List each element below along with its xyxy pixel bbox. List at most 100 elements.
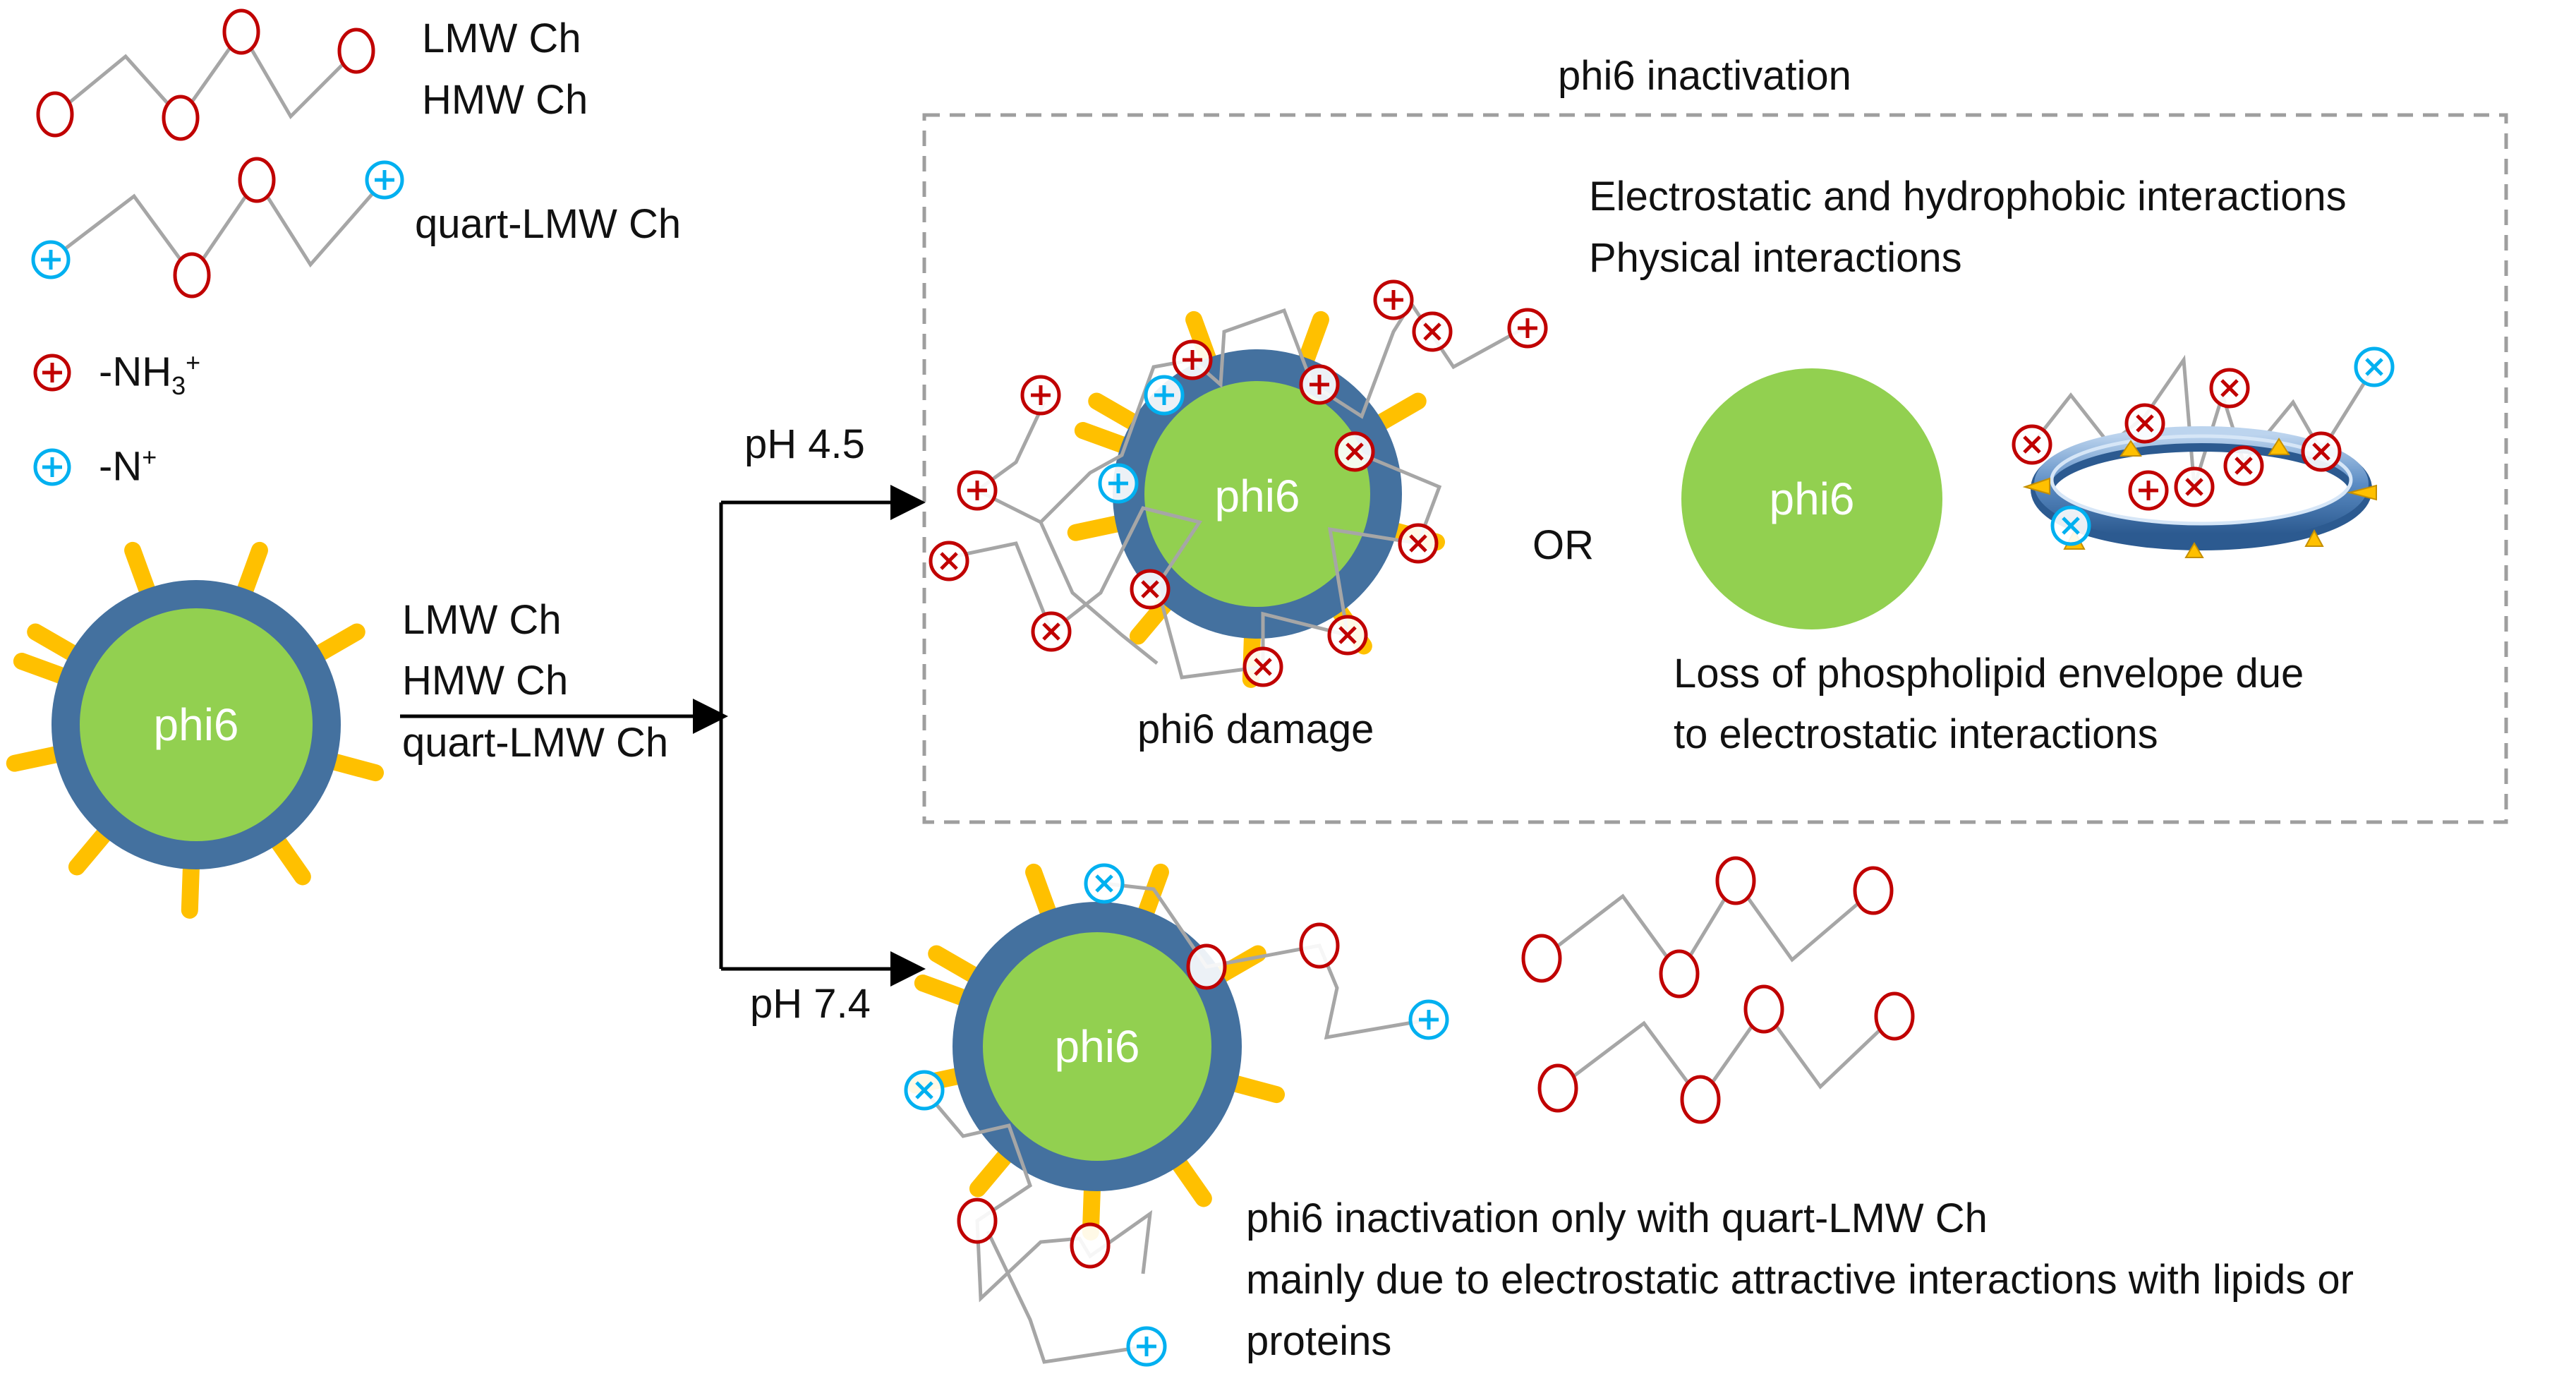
amine-charge-marker <box>1130 569 1171 610</box>
amine-residue <box>1743 984 1784 1034</box>
legend-quaternary-symbol <box>33 448 71 486</box>
charge-markers <box>904 279 2395 1367</box>
loss-caption-line-1: Loss of phospholipid envelope due <box>1674 651 2304 696</box>
spike-protein <box>1067 514 1130 541</box>
damage-caption: phi6 damage <box>1137 706 1374 752</box>
spike-protein <box>1136 863 1169 924</box>
amine-residue <box>1521 934 1562 983</box>
virus-neutral-label: phi6 <box>1054 1021 1140 1072</box>
neutral-caption-line-2: mainly due to electrostatic attractive i… <box>1246 1257 2354 1303</box>
legend-hmw-label: HMW Ch <box>422 77 588 123</box>
legend-lmw-label: LMW Ch <box>422 16 581 61</box>
amine-residue <box>1715 856 1756 905</box>
virus-intact-label: phi6 <box>1769 474 1855 524</box>
spike-protein <box>928 945 986 986</box>
legend-amine-symbol <box>33 354 71 392</box>
spike-protein <box>1168 1152 1212 1207</box>
quaternary-charge-marker <box>1084 863 1125 904</box>
branch-acidic-label: pH 4.5 <box>744 421 865 467</box>
amine-charge-marker <box>1507 308 1548 349</box>
amine-residue <box>1070 1222 1111 1269</box>
virus-core-stripped <box>1681 368 1942 629</box>
free-chains <box>1540 877 1896 1103</box>
amine-residue <box>957 1198 998 1244</box>
spike-protein <box>267 830 311 886</box>
amine-charge-marker <box>1334 431 1375 472</box>
amine-residue <box>1537 1063 1578 1113</box>
spike-protein <box>235 541 268 603</box>
spike-protein <box>322 752 385 782</box>
amine-residue <box>1853 866 1894 915</box>
mechanism-line-1: Electrostatic and hydrophobic interactio… <box>1589 174 2347 219</box>
inactivation-box-frame <box>922 113 2508 824</box>
spike-protein <box>914 975 975 1008</box>
amine-charge-marker <box>1412 311 1453 352</box>
spike-protein <box>181 855 200 919</box>
amine-charge-marker <box>2128 470 2169 511</box>
legend-native-chain <box>36 8 375 141</box>
virus-neutral <box>907 863 1286 1241</box>
reagent-quart-label: quart-LMW Ch <box>402 720 669 766</box>
amine-charge-marker <box>2301 431 2342 472</box>
virus-core <box>983 932 1211 1161</box>
legend-quaternary-label: -N+ <box>99 442 157 490</box>
loss-caption-line-2: to electrostatic interactions <box>1674 711 2158 757</box>
reagent-lmw-label: LMW Ch <box>402 597 562 643</box>
legend-quart-chain <box>31 157 404 298</box>
virus-damaged <box>1067 310 1446 688</box>
amine-charge-marker <box>957 470 998 511</box>
amine-charge-marker <box>1373 279 1414 320</box>
quaternary-charge-marker <box>904 1070 945 1111</box>
amine-charge-marker <box>2012 424 2052 465</box>
quaternary-charge-marker <box>2050 505 2091 546</box>
reagent-hmw-label: HMW Ch <box>402 658 569 704</box>
amine-charge-marker <box>929 541 969 581</box>
amine-residue <box>1186 943 1227 990</box>
amine-charge-marker <box>2174 466 2215 507</box>
spike-protein <box>1025 863 1058 924</box>
spike-protein <box>1369 392 1427 433</box>
amine-charge-marker <box>1327 615 1368 656</box>
spike-protein <box>1296 310 1329 372</box>
quaternary-charge-marker <box>1098 463 1139 504</box>
neutral-caption-line-1: phi6 inactivation only with quart-LMW Ch <box>1246 1195 1988 1241</box>
spike-protein <box>124 541 157 603</box>
legend-amine-label: -NH3+ <box>99 348 201 400</box>
quaternary-charge-marker <box>2354 346 2395 387</box>
spike-protein <box>27 623 85 664</box>
acidic-chains <box>948 300 1525 680</box>
virus-core <box>80 608 313 841</box>
lipid-envelope-ring <box>2022 354 2377 558</box>
amine-residue <box>1680 1075 1721 1124</box>
inactivation-box-title: phi6 inactivation <box>1558 53 1851 99</box>
spike-protein <box>308 623 365 664</box>
legend-quart-label: quart-LMW Ch <box>415 201 682 247</box>
spike-protein <box>68 822 116 876</box>
spike-protein <box>1223 1073 1286 1104</box>
spike-protein <box>6 744 69 772</box>
amine-charge-marker <box>1242 646 1283 687</box>
virus-core <box>1144 381 1370 607</box>
quaternary-charge-marker <box>1126 1326 1167 1367</box>
amine-charge-marker <box>2223 445 2264 486</box>
amine-residue <box>1874 991 1915 1041</box>
spike-protein <box>969 1144 1017 1198</box>
amine-charge-marker <box>1299 364 1340 405</box>
quaternary-charge-marker <box>1144 375 1185 416</box>
quaternary-charge-marker <box>1408 999 1449 1040</box>
amine-charge-marker <box>1031 611 1072 652</box>
neutral-caption-line-3: proteins <box>1246 1318 1392 1364</box>
amine-charge-marker <box>1020 375 1061 416</box>
virus-damaged-label: phi6 <box>1214 471 1300 521</box>
spike-protein <box>1074 422 1135 455</box>
spike-protein <box>13 653 74 686</box>
amine-charge-marker <box>2209 368 2250 409</box>
reaction-arrows <box>400 485 926 987</box>
amine-residue <box>1659 949 1700 999</box>
amine-charge-marker <box>1172 339 1213 380</box>
amine-charge-marker <box>1398 523 1439 564</box>
virus-initial-label: phi6 <box>153 699 239 750</box>
spike-protein <box>1088 392 1146 433</box>
